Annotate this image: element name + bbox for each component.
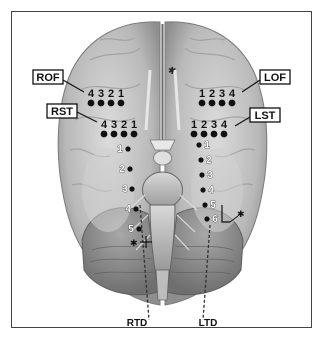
rst-num-4: 1 [131, 119, 137, 131]
rtd-contact-4 [133, 206, 138, 211]
rtd-contact-1 [125, 146, 130, 151]
lst-label: LST [255, 110, 276, 122]
ltd-contact-2 [198, 157, 203, 162]
rof-num-3: 2 [108, 88, 114, 100]
rst-contact-1 [101, 131, 108, 138]
lst-contact-2 [201, 131, 208, 138]
rof-label: ROF [36, 72, 60, 84]
lof-contact-1 [199, 100, 206, 107]
rtd-label: RTD [127, 318, 148, 329]
rof-contact-3 [108, 100, 115, 107]
ltd-num-5: 5 [210, 200, 216, 211]
ltd-contact-6 [204, 216, 209, 221]
ltd-num-6: 6 [212, 214, 218, 225]
rof-num-4: 1 [118, 88, 124, 100]
lof-contact-2 [209, 100, 216, 107]
rtd-contact-3 [129, 186, 134, 191]
rst-num-1: 4 [101, 119, 108, 131]
lst-num-3: 3 [211, 119, 217, 131]
rof-contact-1 [88, 100, 95, 107]
rst-label: RST [51, 106, 73, 118]
rof-contact-2 [98, 100, 105, 107]
left-star-marker: ✱ [237, 209, 245, 219]
lst-contact-1 [191, 131, 198, 138]
lst-contact-4 [221, 131, 228, 138]
lof-num-2: 2 [209, 88, 215, 100]
lst-contact-3 [211, 131, 218, 138]
ltd-num-1: 1 [204, 140, 210, 151]
rtd-contact-5 [136, 226, 141, 231]
rof-num-1: 4 [88, 88, 95, 100]
ltd-label: LTD [199, 318, 218, 329]
rtd-num-3: 3 [122, 184, 128, 195]
ltd-contact-4 [200, 187, 205, 192]
rst-num-3: 2 [121, 119, 127, 131]
lof-contact-4 [229, 100, 236, 107]
ltd-contact-1 [196, 142, 201, 147]
ltd-contact-5 [202, 202, 207, 207]
lof-num-3: 3 [219, 88, 225, 100]
ltd-num-2: 2 [206, 155, 212, 166]
lof-label: LOF [264, 72, 286, 84]
lst-num-4: 4 [221, 119, 228, 131]
rst-contact-4 [131, 131, 138, 138]
lst-num-2: 2 [201, 119, 207, 131]
medulla [150, 205, 175, 270]
rtd-num-5: 5 [128, 224, 134, 235]
ltd-num-3: 3 [207, 170, 213, 181]
right-star-marker: ✱ [130, 238, 138, 248]
rtd-num-4: 4 [125, 204, 131, 215]
ltd-num-4: 4 [208, 185, 214, 196]
rst-contact-2 [111, 131, 118, 138]
rof-num-2: 3 [98, 88, 104, 100]
rtd-num-1: 1 [117, 144, 123, 155]
pituitary [154, 151, 172, 165]
rtd-num-2: 2 [119, 164, 125, 175]
ltd-contact-3 [199, 172, 204, 177]
rst-contact-3 [121, 131, 128, 138]
lof-num-4: 4 [229, 88, 236, 100]
rtd-contact-2 [127, 166, 132, 171]
lof-contact-3 [219, 100, 226, 107]
spinal-cord [156, 270, 169, 300]
lst-num-1: 1 [191, 119, 197, 131]
rof-contact-4 [118, 100, 125, 107]
rst-num-2: 3 [111, 119, 117, 131]
lof-num-1: 1 [199, 88, 205, 100]
pons [143, 172, 183, 208]
